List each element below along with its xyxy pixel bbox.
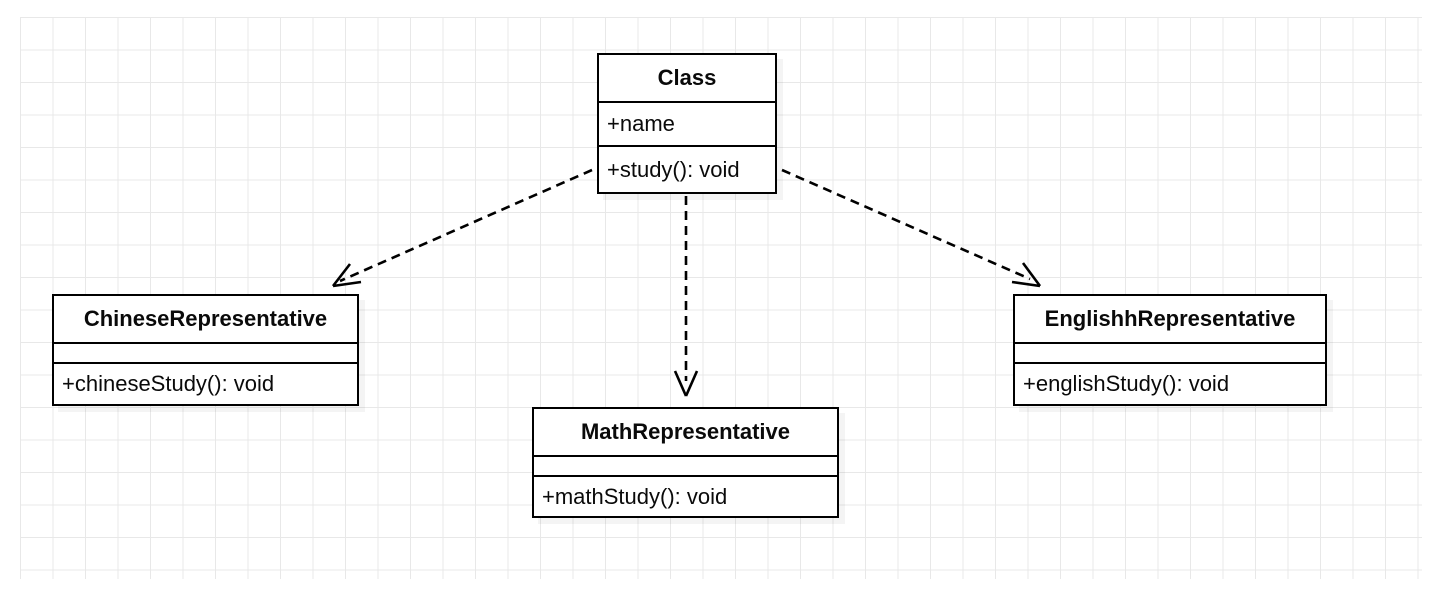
dashed-connector-line <box>781 168 1031 281</box>
uml-attributes-compartment <box>54 344 357 364</box>
uml-operations-compartment: +mathStudy(): void <box>534 477 837 516</box>
uml-class-name: MathRepresentative <box>534 409 837 457</box>
uml-operation-row: +englishStudy(): void <box>1023 371 1230 396</box>
relationship-class-to-chinese[interactable] <box>331 168 593 288</box>
uml-class-name: EnglishhRepresentative <box>1015 296 1325 344</box>
relationship-class-to-english[interactable] <box>781 168 1042 288</box>
uml-attributes-compartment: +name <box>599 103 775 147</box>
open-arrowhead-icon <box>1011 262 1042 288</box>
uml-operations-compartment: +study(): void <box>599 147 775 192</box>
uml-class-name: ChineseRepresentative <box>54 296 357 344</box>
uml-operation-row: +chineseStudy(): void <box>62 371 275 396</box>
uml-attributes-compartment <box>1015 344 1325 364</box>
uml-class-english-representative[interactable]: EnglishhRepresentative +englishStudy(): … <box>1013 294 1327 406</box>
relationship-class-to-math[interactable] <box>673 196 699 397</box>
uml-attribute-row: +name <box>607 111 675 136</box>
uml-operation-row: +study(): void <box>607 156 740 182</box>
uml-class-name: Class <box>599 55 775 103</box>
open-arrowhead-icon <box>673 370 699 397</box>
uml-operations-compartment: +chineseStudy(): void <box>54 364 357 404</box>
uml-operations-compartment: +englishStudy(): void <box>1015 364 1325 404</box>
uml-class-math-representative[interactable]: MathRepresentative +mathStudy(): void <box>532 407 839 518</box>
uml-operation-row: +mathStudy(): void <box>542 483 728 509</box>
uml-class-class[interactable]: Class +name +study(): void <box>597 53 777 194</box>
open-arrowhead-icon <box>331 263 362 288</box>
uml-class-chinese-representative[interactable]: ChineseRepresentative +chineseStudy(): v… <box>52 294 359 406</box>
uml-attributes-compartment <box>534 457 837 477</box>
dashed-connector-line <box>339 168 593 283</box>
